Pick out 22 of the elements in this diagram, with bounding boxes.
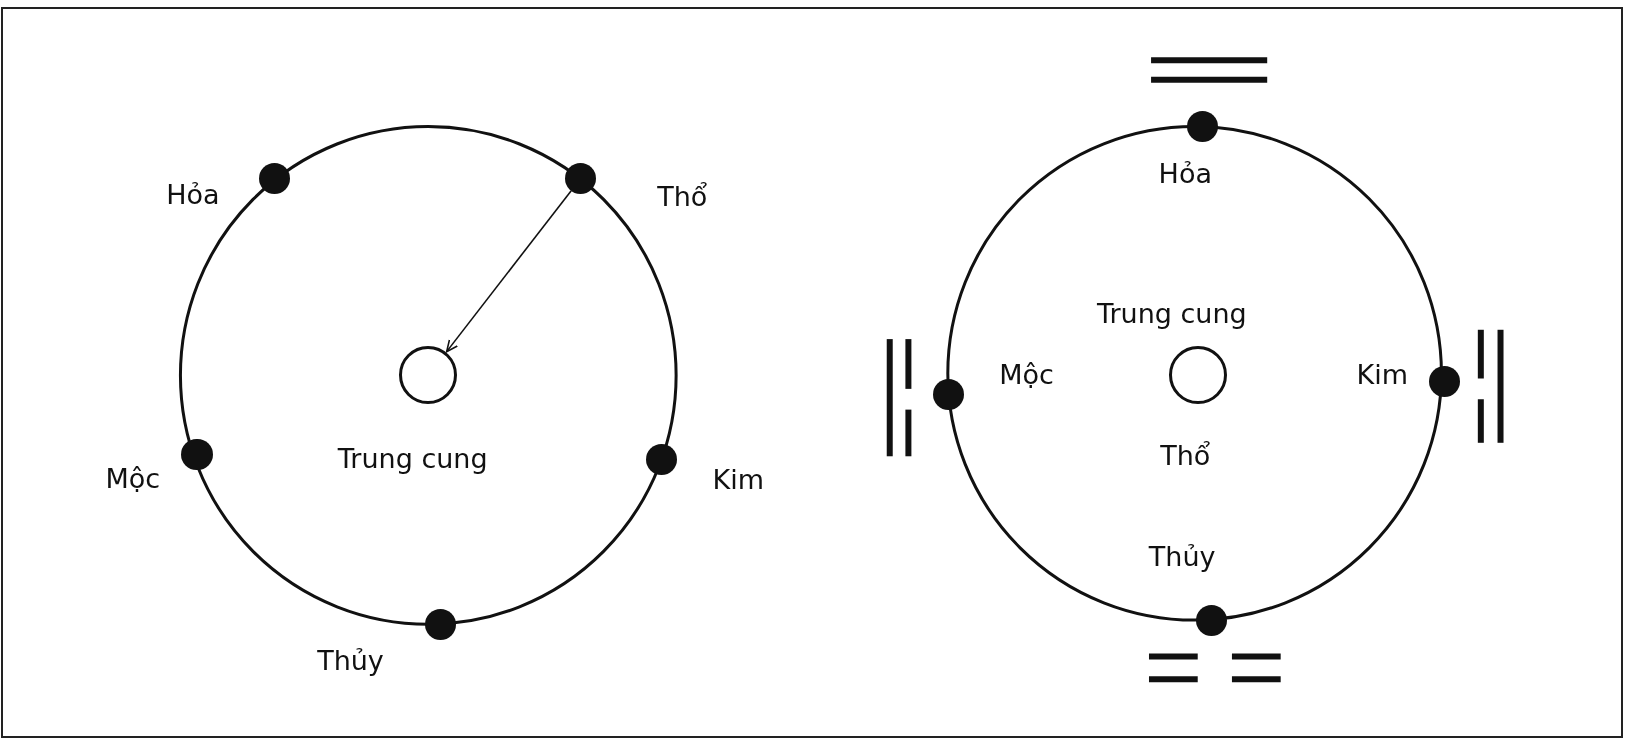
dot	[646, 443, 678, 475]
element-label: Mộc	[999, 360, 1054, 391]
element-label: Trung cung	[337, 444, 488, 475]
element-label: Hỏa	[1158, 159, 1212, 190]
element-label: Thổ	[657, 182, 708, 212]
dot	[425, 608, 457, 640]
dot	[565, 162, 597, 194]
element-label: Kim	[1356, 360, 1409, 391]
element-label: Thổ	[1160, 441, 1211, 472]
dot	[259, 162, 291, 194]
dot	[1195, 604, 1227, 636]
element-label: Mộc	[105, 464, 161, 494]
arrow	[445, 189, 572, 353]
element-label: Trung cung	[1096, 299, 1247, 330]
dot	[1187, 110, 1219, 143]
dot	[933, 378, 965, 410]
dot	[1428, 366, 1461, 398]
element-label: Thủy	[1148, 542, 1216, 572]
element-label: Hỏa	[166, 180, 220, 210]
element-label: Kim	[712, 465, 765, 495]
dot	[181, 438, 213, 470]
element-label: Thủy	[317, 645, 384, 676]
